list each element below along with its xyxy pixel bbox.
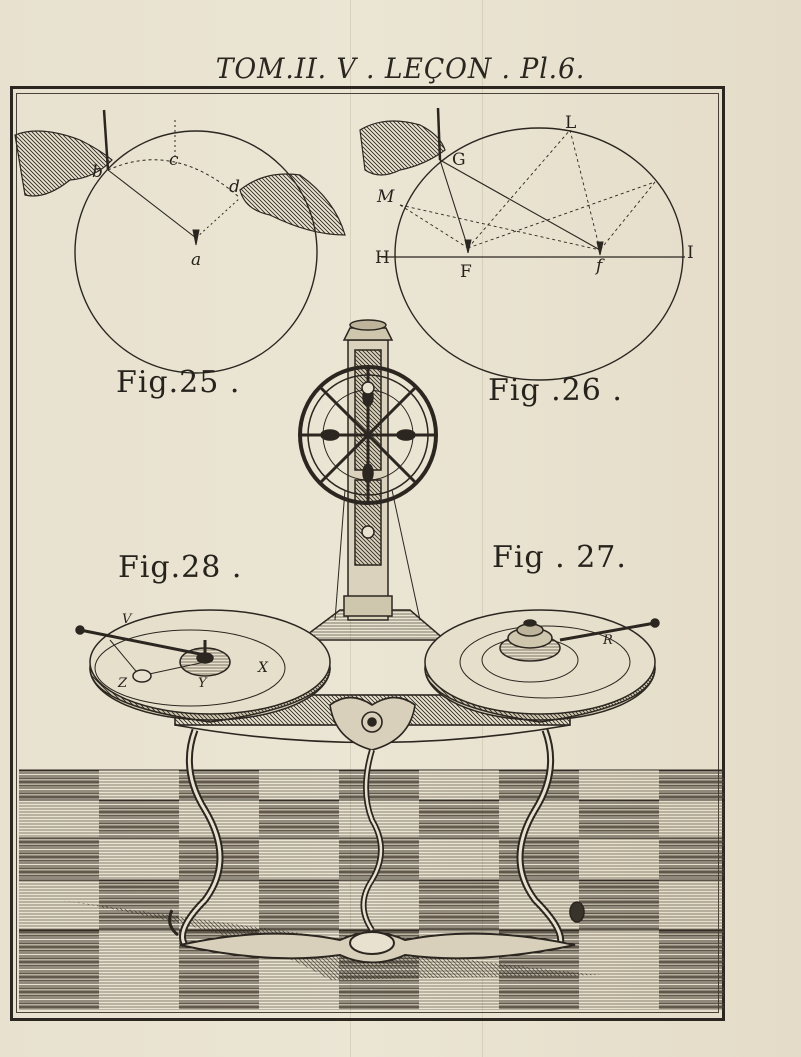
central-frame-machine [297, 319, 448, 641]
fig27-turntable [424, 609, 660, 723]
point-label-X: X [258, 660, 268, 676]
point-label-L: L [565, 113, 577, 133]
point-label-F: F [460, 262, 472, 282]
point-label-b: b [92, 162, 103, 182]
point-label-a: a [191, 250, 202, 270]
point-label-V: V [122, 612, 132, 627]
point-label-d: d [229, 177, 240, 197]
point-label-Y: Y [198, 676, 207, 691]
plate-outer-frame [10, 86, 725, 1021]
point-label-f: f [596, 256, 603, 276]
point-label-H: H [375, 248, 390, 268]
fig25-label: Fig.25 . [116, 365, 241, 400]
point-label-R: R [603, 633, 613, 648]
point-label-c: c [169, 150, 179, 170]
point-label-Z: Z [118, 676, 128, 691]
fig27-label: Fig . 27. [492, 540, 627, 575]
point-label-M: M [377, 187, 395, 207]
point-label-I: I [687, 243, 694, 263]
plate-inner-frame [16, 93, 719, 1013]
paper-fold [482, 0, 483, 1057]
fig25-circle-diagram [14, 109, 346, 374]
plate-header: TOM.II. V . LEÇON . Pl.6. [215, 52, 586, 85]
point-label-G: G [452, 150, 466, 170]
fig26-ellipse-diagram [359, 107, 685, 381]
fig26-label: Fig .26 . [488, 373, 623, 408]
fig28-turntable [75, 609, 331, 723]
fig28-label: Fig.28 . [118, 550, 243, 585]
